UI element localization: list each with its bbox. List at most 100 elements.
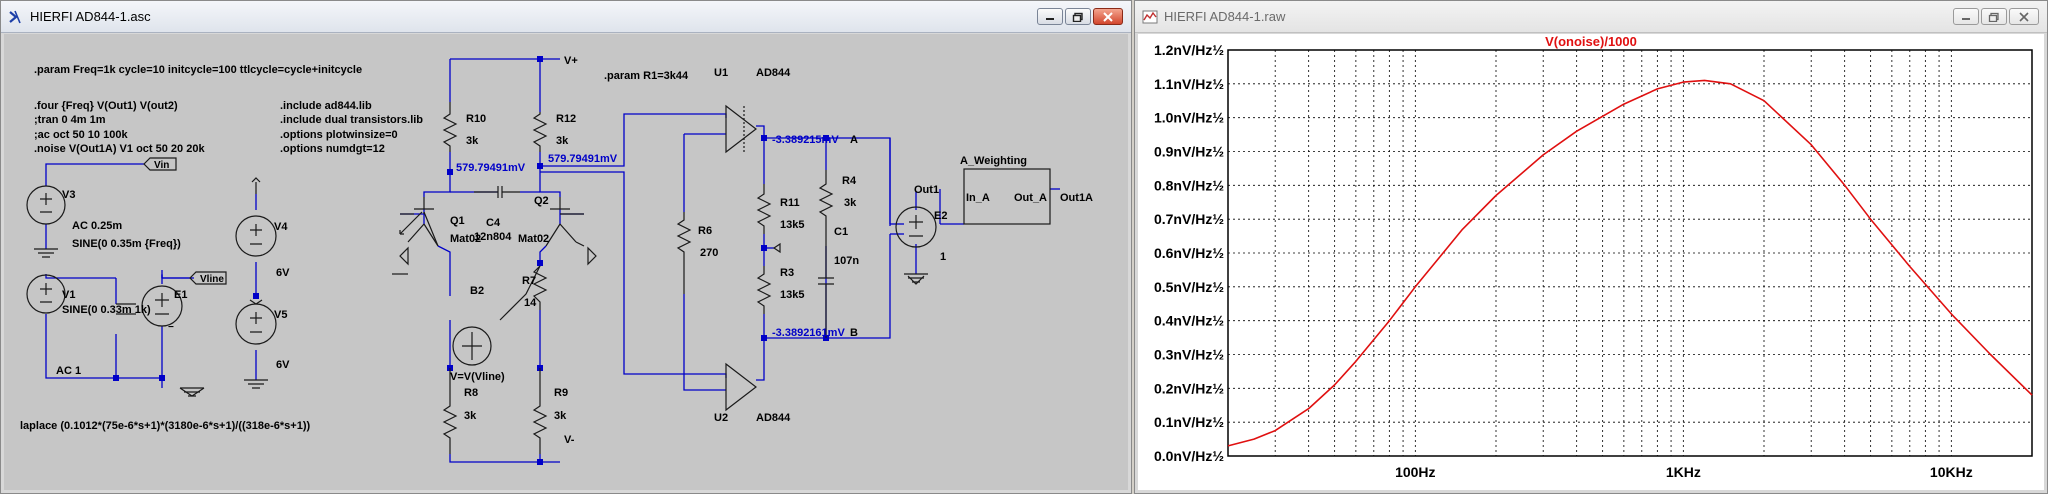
label-q1: Q1 [450, 215, 465, 227]
y-tick-label: 0.5nV/Hz½ [1154, 279, 1224, 295]
y-tick-label: 0.6nV/Hz½ [1154, 245, 1224, 261]
operating-point-labels: 579.79491mV 579.79491mV -3.389215mV -3.3… [456, 134, 845, 339]
pin-minus-e1: − [168, 322, 174, 333]
node-label-b: B [850, 327, 858, 339]
noise-chart: 0.0nV/Hz½0.1nV/Hz½0.2nV/Hz½0.3nV/Hz½0.4n… [1154, 34, 2033, 480]
net-label-vminus: V- [564, 434, 575, 446]
label-e2: E2 [934, 210, 947, 222]
schematic-components [26, 102, 1051, 454]
directive-ac: ;ac oct 50 10 100k [34, 129, 128, 141]
label-q1-model: Mat02 [450, 233, 481, 245]
label-v5-value: 6V [276, 359, 290, 371]
chart-grid [1228, 50, 2032, 456]
y-tick-label: 1.2nV/Hz½ [1154, 42, 1224, 58]
directive-include-transistors: .include dual transistors.lib [280, 114, 423, 126]
label-a-weighting-in: In_A [966, 192, 990, 204]
oppoint-q1-collector: 579.79491mV [456, 162, 526, 174]
x-axis-ticks: 100Hz 1KHz 10KHz [1395, 464, 1973, 480]
label-q2: Q2 [534, 195, 549, 207]
y-tick-label: 0.2nV/Hz½ [1154, 380, 1224, 396]
close-button[interactable] [1093, 8, 1123, 25]
ltspice-app-icon [9, 10, 21, 23]
label-c1-value: 107n [834, 255, 859, 267]
waveform-window-title: HIERFI AD844-1.raw [1164, 9, 1286, 24]
minimize-icon [1046, 17, 1054, 20]
net-label-vplus: V+ [564, 55, 578, 67]
label-r6: R6 [698, 225, 712, 237]
y-tick-label: 0.9nV/Hz½ [1154, 144, 1224, 160]
label-r10-value: 3k [466, 135, 479, 147]
directive-noise: .noise V(Out1A) V1 oct 50 20 20k [34, 143, 205, 155]
x-tick-label: 100Hz [1395, 464, 1435, 480]
label-r8: R8 [464, 387, 478, 399]
label-r12: R12 [556, 113, 576, 125]
minimize-button[interactable] [1037, 8, 1063, 25]
label-v3: V3 [62, 189, 75, 201]
label-e1: E1 [174, 289, 187, 301]
schematic-titlebar[interactable]: HIERFI AD844-1.asc [1, 1, 1131, 33]
directive-four: .four {Freq} V(Out1) V(out2) [34, 100, 178, 112]
label-c4: C4 [486, 217, 501, 229]
label-r12-value: 3k [556, 135, 569, 147]
y-tick-label: 0.8nV/Hz½ [1154, 177, 1224, 193]
restore-icon [1072, 12, 1083, 22]
label-r11: R11 [780, 197, 800, 209]
schematic-window-title: HIERFI AD844-1.asc [30, 9, 151, 24]
label-b2-expression: V=V(Vline) [450, 371, 505, 383]
label-r9-value: 3k [554, 410, 567, 422]
label-r10: R10 [466, 113, 486, 125]
chart-frame [1227, 49, 2033, 457]
oppoint-q2-collector: 579.79491mV [548, 153, 618, 165]
oppoint-node-a: -3.389215mV [772, 134, 839, 146]
waveform-app-icon [1142, 10, 1158, 23]
label-r7: R7 [522, 275, 536, 287]
directive-param: .param Freq=1k cycle=10 initcycle=100 tt… [34, 64, 362, 76]
label-r8-value: 3k [464, 410, 477, 422]
label-r7-value: 14 [524, 297, 537, 309]
y-tick-label: 0.7nV/Hz½ [1154, 211, 1224, 227]
label-r4: R4 [842, 175, 857, 187]
directive-options-numdgt: .options numdgt=12 [280, 143, 385, 155]
series-line-onoise [1227, 79, 2033, 447]
label-v4: V4 [274, 221, 288, 233]
label-u2-model: AD844 [756, 412, 791, 424]
spice-directives: .param Freq=1k cycle=10 initcycle=100 tt… [20, 64, 689, 432]
label-v1-ac: AC 1 [56, 365, 81, 377]
label-v5: V5 [274, 309, 287, 321]
y-tick-label: 0.4nV/Hz½ [1154, 313, 1224, 329]
chart-series [1227, 79, 2033, 447]
x-tick-label: 1KHz [1666, 464, 1701, 480]
close-icon [2019, 11, 2029, 22]
directive-include-ad844: .include ad844.lib [280, 100, 372, 112]
label-v3-ac: AC 0.25m [72, 220, 122, 232]
label-r6-value: 270 [700, 247, 718, 259]
label-a-weighting: A_Weighting [960, 155, 1027, 167]
schematic-canvas[interactable]: .param Freq=1k cycle=10 initcycle=100 tt… [4, 34, 1128, 490]
waveform-titlebar[interactable]: HIERFI AD844-1.raw [1135, 1, 2047, 33]
plot-restore-button[interactable] [1981, 8, 2007, 25]
directive-param-r1: .param R1=3k44 [604, 70, 689, 82]
directive-tran: ;tran 0 4m 1m [34, 114, 106, 126]
plot-minimize-button[interactable] [1953, 8, 1979, 25]
plot-close-button[interactable] [2009, 8, 2039, 25]
y-tick-label: 1.0nV/Hz½ [1154, 110, 1224, 126]
close-icon [1103, 11, 1113, 22]
y-tick-label: 0.3nV/Hz½ [1154, 347, 1224, 363]
restore-button[interactable] [1065, 8, 1091, 25]
label-r3: R3 [780, 267, 794, 279]
net-label-out1a: Out1A [1060, 192, 1093, 204]
label-r3-value: 13k5 [780, 289, 804, 301]
label-a-weighting-out: Out_A [1014, 192, 1047, 204]
minimize-icon [1962, 17, 1970, 20]
label-v3-sine: SINE(0 0.35m {Freq}) [72, 238, 181, 250]
label-v1-sine: SINE(0 0.33m 1k) [62, 304, 151, 316]
restore-icon [1988, 12, 1999, 22]
node-label-a: A [850, 134, 858, 146]
label-u1: U1 [714, 67, 728, 79]
directive-options-plotwinsize: .options plotwinsize=0 [280, 129, 398, 141]
y-tick-label: 1.1nV/Hz½ [1154, 76, 1224, 92]
x-tick-label: 10KHz [1930, 464, 1973, 480]
label-b2: B2 [470, 285, 484, 297]
label-r11-value: 13k5 [780, 219, 804, 231]
